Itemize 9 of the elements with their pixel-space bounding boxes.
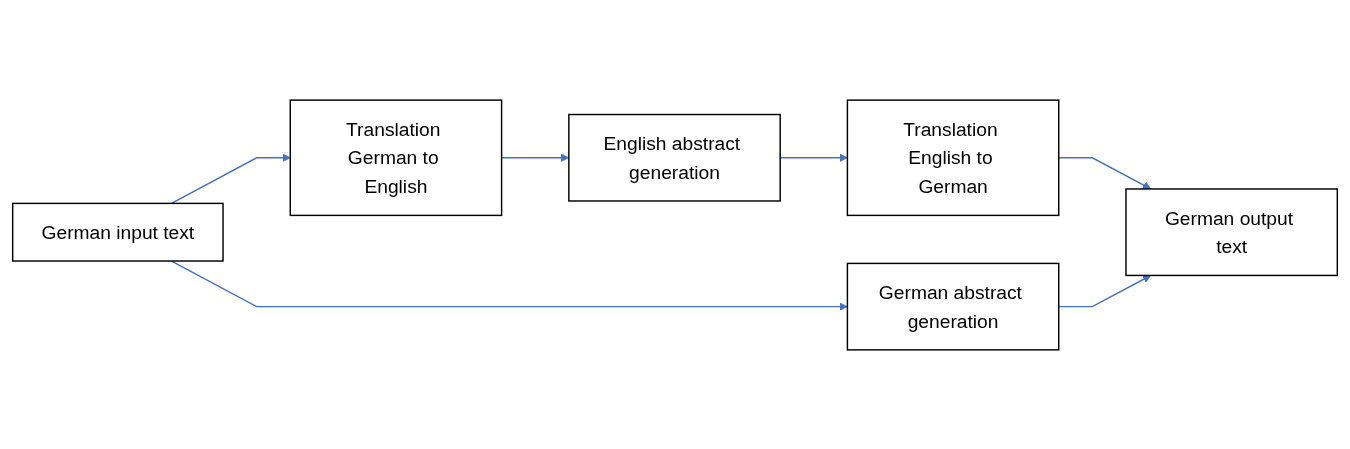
arrow: [170, 259, 848, 311]
node-box: German output text: [1125, 187, 1339, 276]
arrow: [1058, 274, 1152, 307]
node-box: German input text: [11, 202, 224, 262]
node-box: Translation English to German: [846, 98, 1060, 216]
node-box: Translation German to English: [289, 98, 503, 216]
arrow: [1058, 156, 1152, 189]
node-box: English abstract generation: [568, 113, 781, 202]
node-box: German abstract generation: [846, 262, 1060, 351]
